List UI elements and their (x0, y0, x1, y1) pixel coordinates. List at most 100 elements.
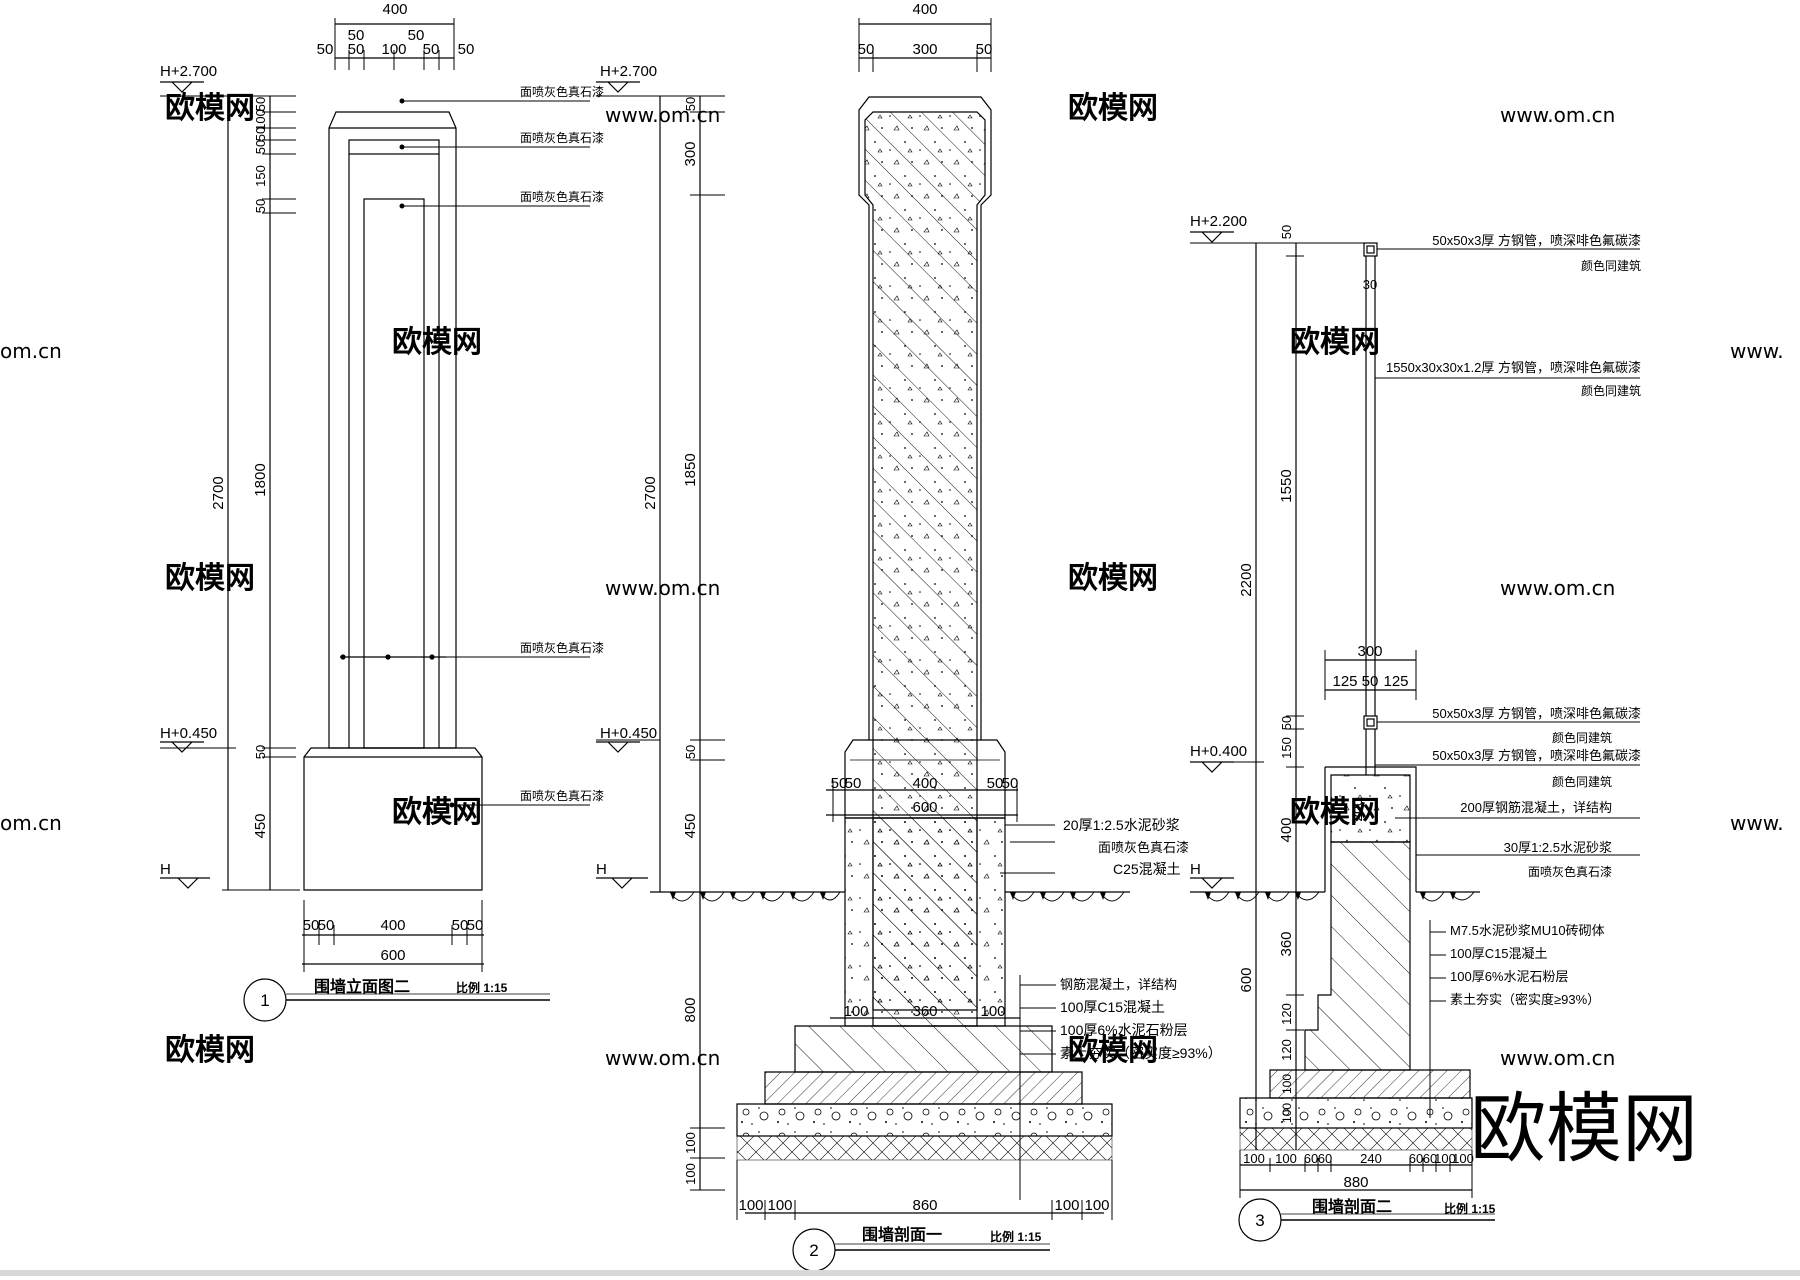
watermark-logo: 欧模网 (1068, 1033, 1158, 1068)
note: 50x50x3厚 方钢管，喷深啡色氟碳漆 (1432, 706, 1641, 721)
note: 200厚钢筋混凝土，详结构 (1460, 800, 1612, 815)
note: 面喷灰色真石漆 (520, 190, 604, 204)
dim-label: 880 (1343, 1174, 1368, 1191)
dim-label: 60 (1409, 1151, 1423, 1166)
dim-label: 800 (682, 997, 699, 1022)
level-label: H (160, 861, 171, 878)
note: 30厚1:2.5水泥砂浆 (1504, 840, 1612, 855)
dim-label: 50 (317, 41, 334, 58)
note: 面喷灰色真石漆 (520, 131, 604, 145)
dim-label: 360 (912, 1003, 937, 1020)
note: 50x50x3厚 方钢管，喷深啡色氟碳漆 (1432, 233, 1641, 248)
note: 颜色同建筑 (1552, 730, 1612, 745)
dim-label: 2700 (642, 476, 659, 509)
dim-label: 50 (683, 745, 698, 759)
watermark-url: www.om.cn (605, 576, 720, 600)
dim-label: 100 (683, 1132, 698, 1154)
dim-label: 100 (1280, 1074, 1294, 1094)
drawing-1-elevation (160, 18, 590, 1022)
level-label: H+2.700 (160, 63, 217, 80)
dim-label: 100 (253, 109, 268, 131)
dim-label: 50 (987, 775, 1004, 792)
dim-label: 860 (912, 1197, 937, 1214)
dim-label: 1550 (1278, 469, 1295, 502)
dim-label: 150 (253, 165, 268, 187)
note: 100厚6%水泥石粉层 (1060, 1022, 1188, 1038)
footing (1269, 1069, 1471, 1099)
watermark-url: www. (1730, 811, 1784, 835)
watermark-logo-large: 欧模网 (1470, 1084, 1698, 1173)
drawing-title: 围墙立面图二 (314, 977, 410, 996)
note: 1550x30x30x1.2厚 方钢管，喷深啡色氟碳漆 (1386, 360, 1641, 375)
dim-label: 1800 (252, 463, 269, 496)
dim-label: 50 (831, 775, 848, 792)
dim-label: 300 (1357, 643, 1382, 660)
watermark-url: www.om.cn (605, 103, 720, 127)
watermark-url: om.cn (0, 339, 62, 363)
level-label: H+0.450 (160, 725, 217, 742)
column-outline (328, 111, 457, 749)
dim-label: 50 (1279, 225, 1294, 239)
dim-label: 400 (912, 1, 937, 18)
mid-tube (1363, 715, 1378, 730)
pier-cap (1330, 774, 1411, 843)
note: 面喷灰色真石漆 (520, 85, 604, 99)
note: 面喷灰色真石漆 (520, 641, 604, 655)
dim-label: 100 (1452, 1151, 1474, 1166)
dim-label: 50 (303, 917, 320, 934)
dim-label: 100 (767, 1197, 792, 1214)
note: 100厚C15混凝土 (1060, 999, 1165, 1015)
watermark-url: www.om.cn (1500, 576, 1615, 600)
drawing-2-text: 400 50 300 50 H+2.700 H+0.450 H 2700 50 … (596, 1, 1222, 1260)
dim-label: 100 (980, 1003, 1005, 1020)
drawing-2-section (596, 18, 1130, 1272)
note: 素土夯实（密实度≥93%） (1060, 1045, 1222, 1061)
dim-label: 240 (1360, 1151, 1382, 1166)
dim-label: 100 (1275, 1151, 1297, 1166)
drawing-number: 1 (260, 991, 269, 1010)
note: 100厚C15混凝土 (1450, 946, 1548, 961)
watermark-url: om.cn (0, 811, 62, 835)
dim-label: 50 (253, 127, 268, 141)
dim-label: 100 (1280, 1103, 1294, 1123)
note: 100厚6%水泥石粉层 (1450, 969, 1568, 984)
dim-label: 60 (1318, 1151, 1332, 1166)
dim-label: 50 (467, 917, 484, 934)
note: 钢筋混凝土，详结构 (1060, 977, 1177, 992)
dim-label: 2200 (1238, 563, 1255, 596)
watermark-logo: 欧模网 (392, 795, 482, 830)
dim-label: 100 (381, 41, 406, 58)
note: 颜色同建筑 (1552, 774, 1612, 789)
watermark-logo: 欧模网 (1290, 325, 1380, 360)
watermark-url: www.om.cn (1500, 103, 1615, 127)
dim-label: 200 (1349, 798, 1365, 822)
level-label: H (596, 861, 607, 878)
level-label: H+0.450 (600, 725, 657, 742)
note: 素土夯实（密实度≥93%） (1450, 992, 1600, 1007)
dim-label: 120 (1279, 1003, 1294, 1025)
dim-label: 600 (380, 947, 405, 964)
panel-inner (363, 198, 425, 749)
level-label: H+2.700 (600, 63, 657, 80)
drawing-number: 2 (809, 1241, 818, 1260)
footing-gravel (736, 1103, 1113, 1137)
dim-label: 400 (1278, 817, 1295, 842)
dim-label: 50 (452, 917, 469, 934)
dim-label: 50 (318, 917, 335, 934)
dim-label: 360 (1278, 931, 1295, 956)
dim-label: 1850 (682, 453, 699, 486)
dim-label: 50 (253, 745, 268, 759)
dim-label: 50 (348, 41, 365, 58)
watermark-logo: 欧模网 (165, 1033, 255, 1068)
compacted-soil (736, 1135, 1113, 1161)
watermark-logo: 欧模网 (165, 91, 255, 126)
dim-label: 100 (1054, 1197, 1079, 1214)
level-marker (160, 81, 204, 93)
level-label: H (1190, 861, 1201, 878)
drawing-1-text: 400 50 50 50 50 100 50 50 H+2.700 H+0.45… (160, 1, 604, 1010)
dim-label: 100 (1084, 1197, 1109, 1214)
dim-label: 50 (976, 41, 993, 58)
watermark-url: www. (1730, 339, 1784, 363)
level-marker (160, 877, 210, 889)
